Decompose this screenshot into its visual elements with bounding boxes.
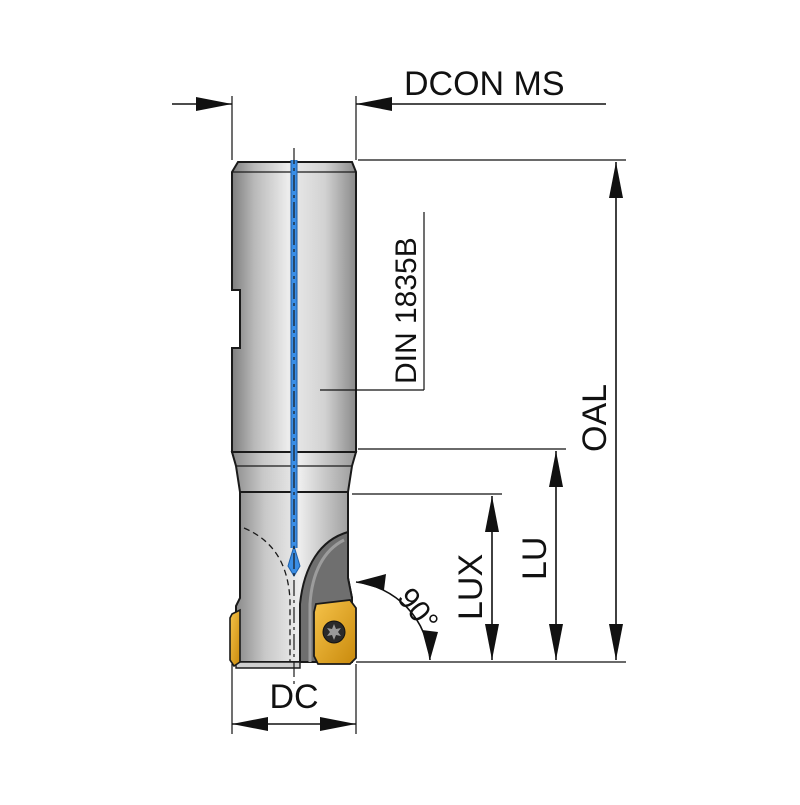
insert-left — [229, 608, 241, 668]
dim-lu: LU — [358, 448, 566, 660]
label-angle: 90° — [390, 582, 444, 638]
label-oal: OAL — [576, 384, 614, 452]
label-lu: LU — [516, 537, 554, 580]
leader-din: DIN 1835B — [320, 212, 425, 391]
torx-screw-icon — [322, 620, 346, 644]
hidden-flute-line — [243, 527, 291, 662]
dim-oal: OAL — [356, 159, 626, 663]
dim-dc: DC — [231, 664, 357, 734]
label-shank-standard: DIN 1835B — [390, 237, 423, 384]
label-dcon-ms: DCON MS — [404, 65, 565, 103]
label-lux: LUX — [452, 554, 490, 620]
dim-dcon-ms: DCON MS — [172, 65, 606, 160]
dim-lux: LUX — [352, 493, 502, 660]
label-dc: DC — [269, 678, 318, 716]
insert-right — [313, 599, 357, 665]
dim-angle: 90° — [355, 574, 444, 661]
